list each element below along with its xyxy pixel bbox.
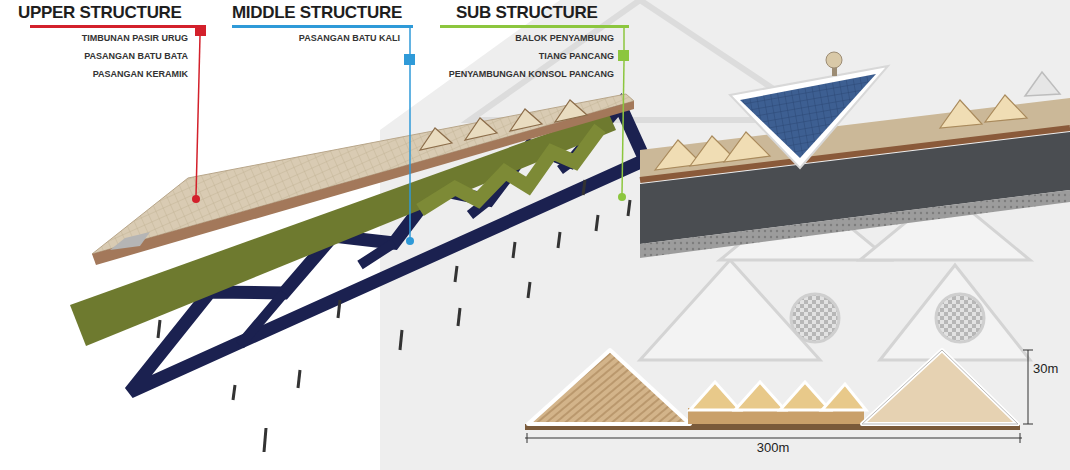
upper-leader: [30, 25, 206, 203]
component-label: PENYAMBUNGAN KONSOL PANCANG: [449, 69, 614, 79]
section-heading: MIDDLE STRUCTURE: [232, 3, 402, 23]
elevation-drawing: [525, 350, 1033, 443]
component-label: TIMBUNAN PASIR URUG: [82, 33, 188, 43]
brick-layer: [92, 101, 634, 265]
component-label: TIANG PANCANG: [539, 51, 614, 61]
slab-detail: [110, 232, 150, 250]
dimension-label: 300m: [757, 441, 790, 456]
mini-gables: [420, 100, 587, 150]
component-label: PASANGAN BATU BATA: [84, 51, 188, 61]
ghost-window: [791, 294, 839, 342]
component-label: BALOK PENYAMBUNG: [515, 33, 614, 43]
component-label: PASANGAN KERAMIK: [93, 69, 188, 79]
ghost-window: [936, 294, 984, 342]
building-render: [640, 52, 1070, 258]
section-heading: SUB STRUCTURE: [456, 3, 598, 23]
section-heading: UPPER STRUCTURE: [18, 3, 182, 23]
dimension-label: 30m: [1033, 362, 1058, 377]
middle-leader: [232, 25, 415, 245]
component-label: PASANGAN BATU KALI: [299, 33, 400, 43]
sub-leader: [440, 25, 629, 201]
floor-slab: [92, 94, 634, 254]
